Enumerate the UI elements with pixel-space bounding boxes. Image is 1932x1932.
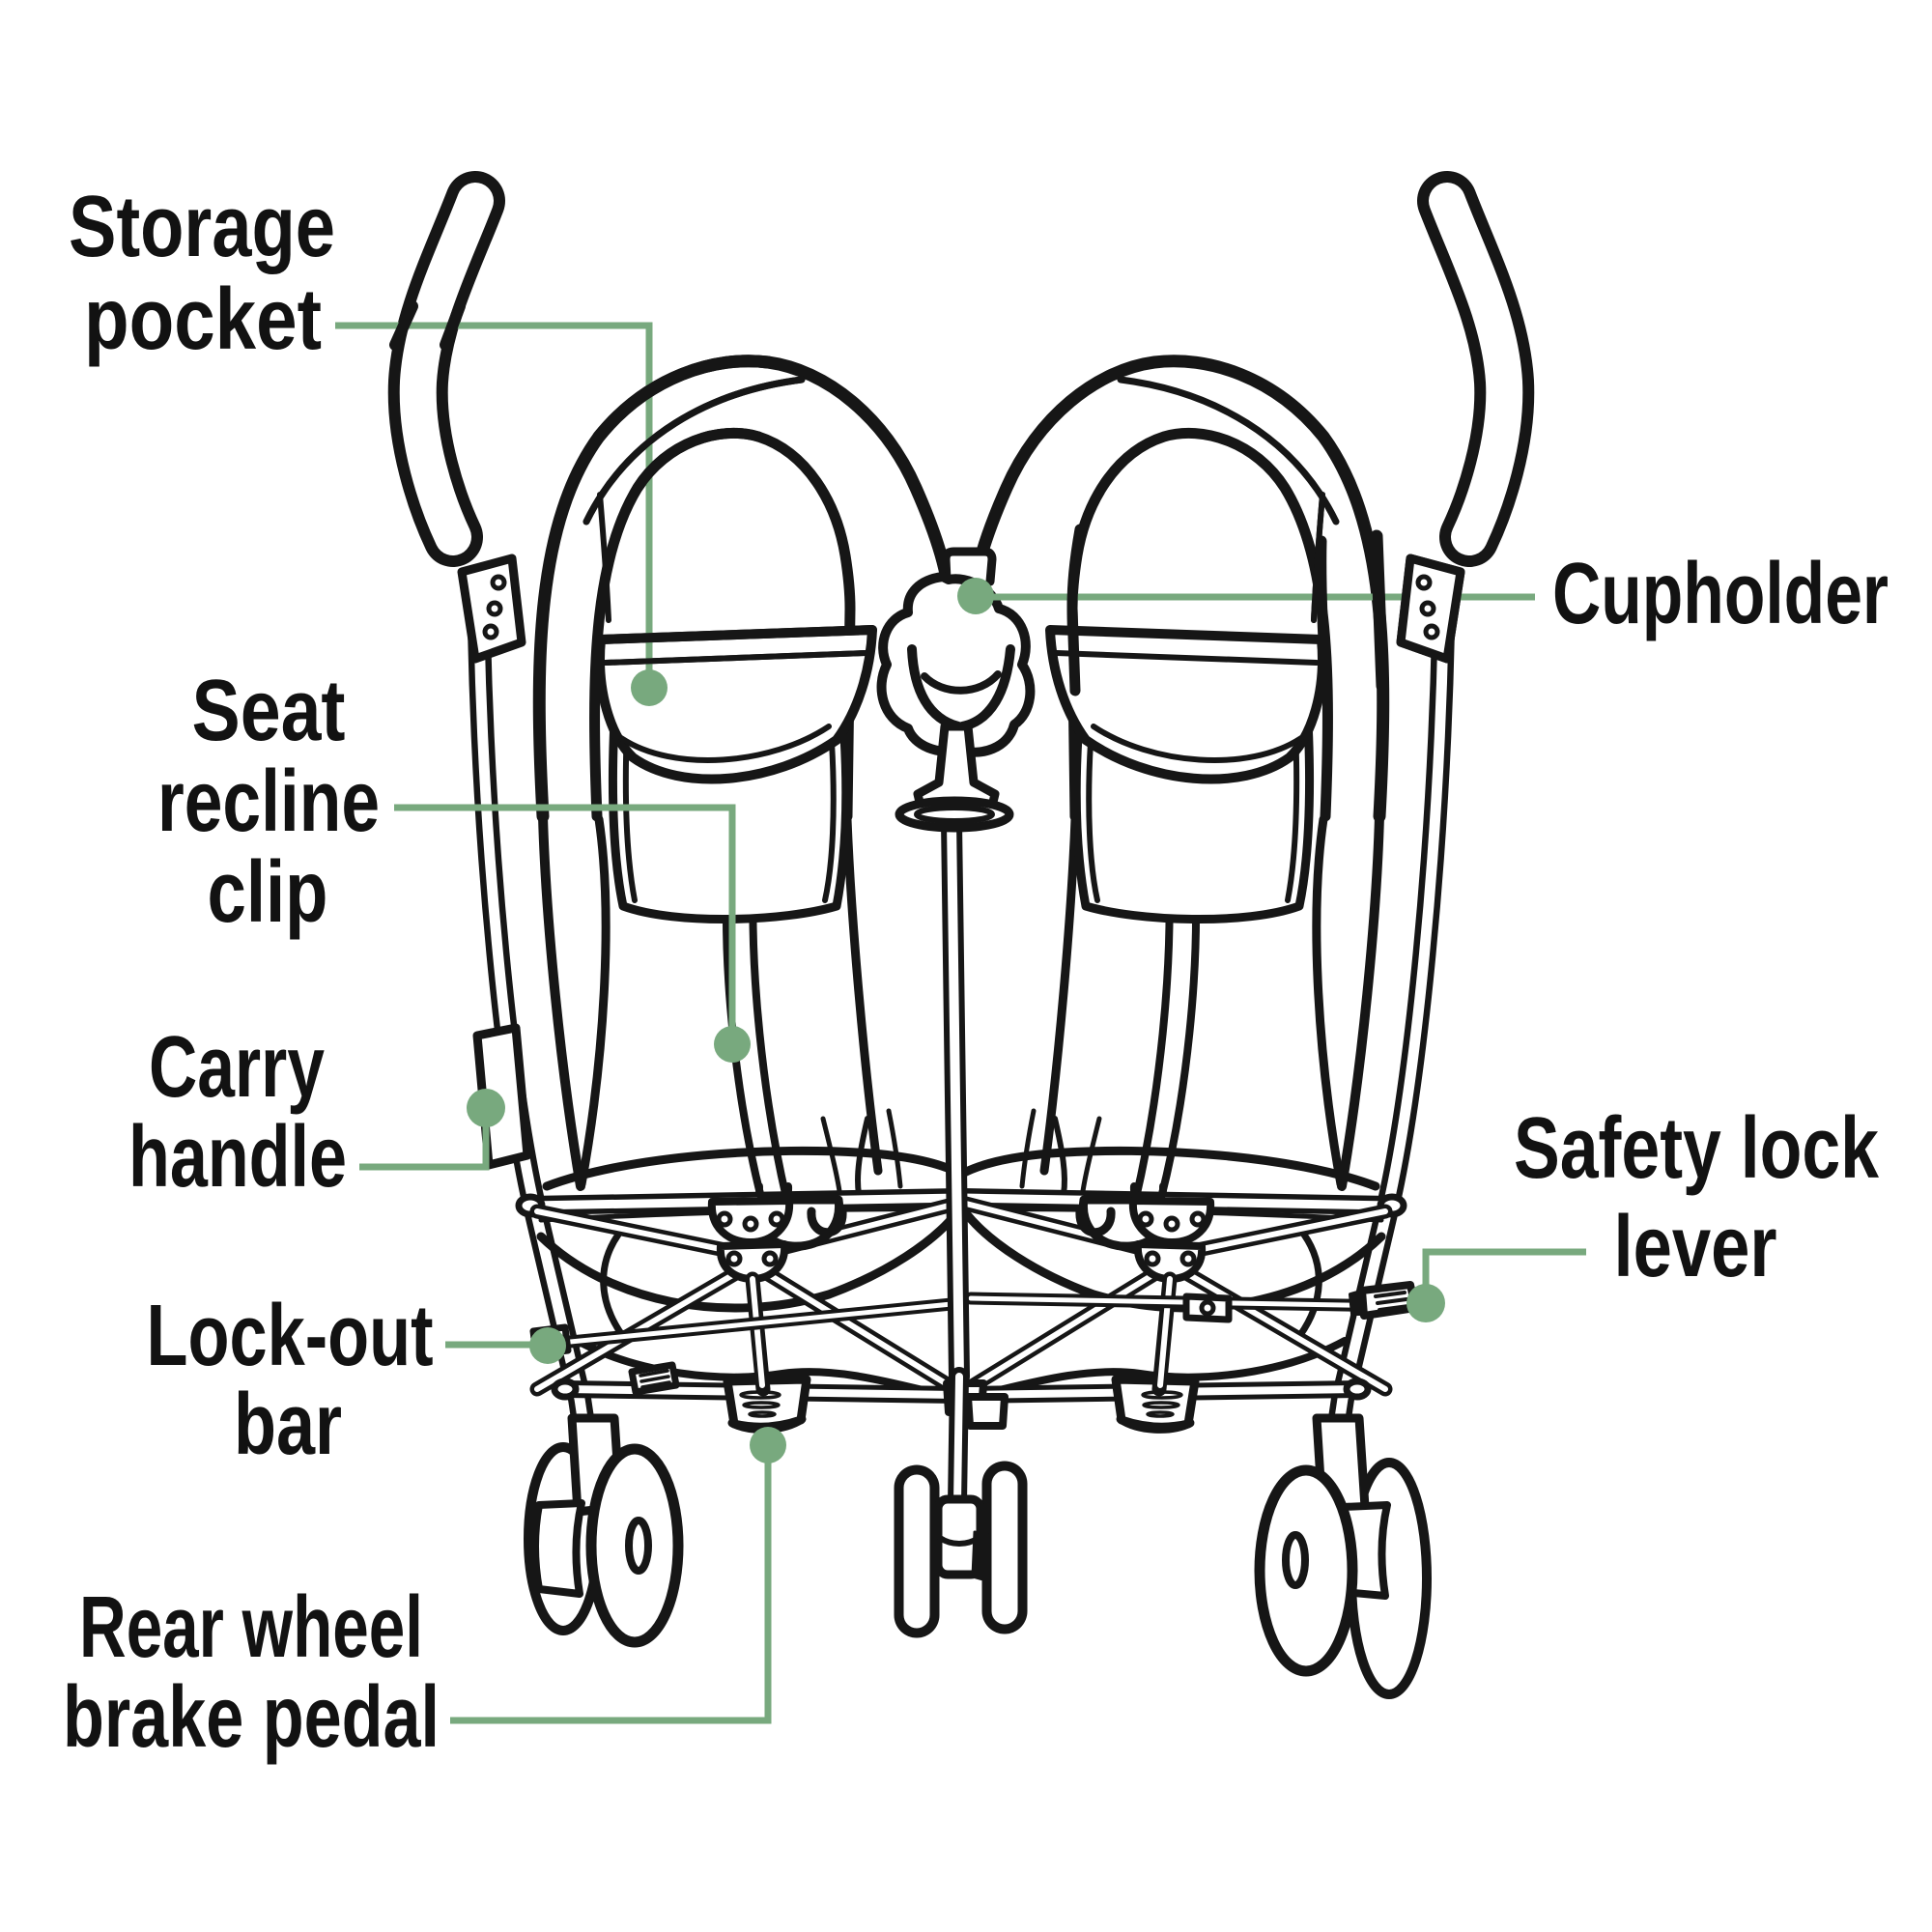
- svg-text:Carry: Carry: [149, 1019, 325, 1116]
- svg-text:lever: lever: [1614, 1199, 1777, 1295]
- svg-text:recline: recline: [157, 753, 380, 850]
- svg-text:bar: bar: [234, 1377, 342, 1473]
- svg-text:Rear wheel: Rear wheel: [79, 1579, 423, 1676]
- svg-text:brake pedal: brake pedal: [63, 1669, 440, 1766]
- svg-text:clip: clip: [208, 844, 328, 941]
- svg-text:pocket: pocket: [84, 271, 322, 368]
- svg-text:Seat: Seat: [192, 663, 346, 759]
- svg-text:Lock-out: Lock-out: [147, 1288, 434, 1384]
- svg-text:Storage: Storage: [69, 179, 335, 275]
- svg-text:Cupholder: Cupholder: [1552, 546, 1889, 642]
- svg-text:Safety lock: Safety lock: [1514, 1100, 1880, 1197]
- svg-text:handle: handle: [128, 1109, 347, 1206]
